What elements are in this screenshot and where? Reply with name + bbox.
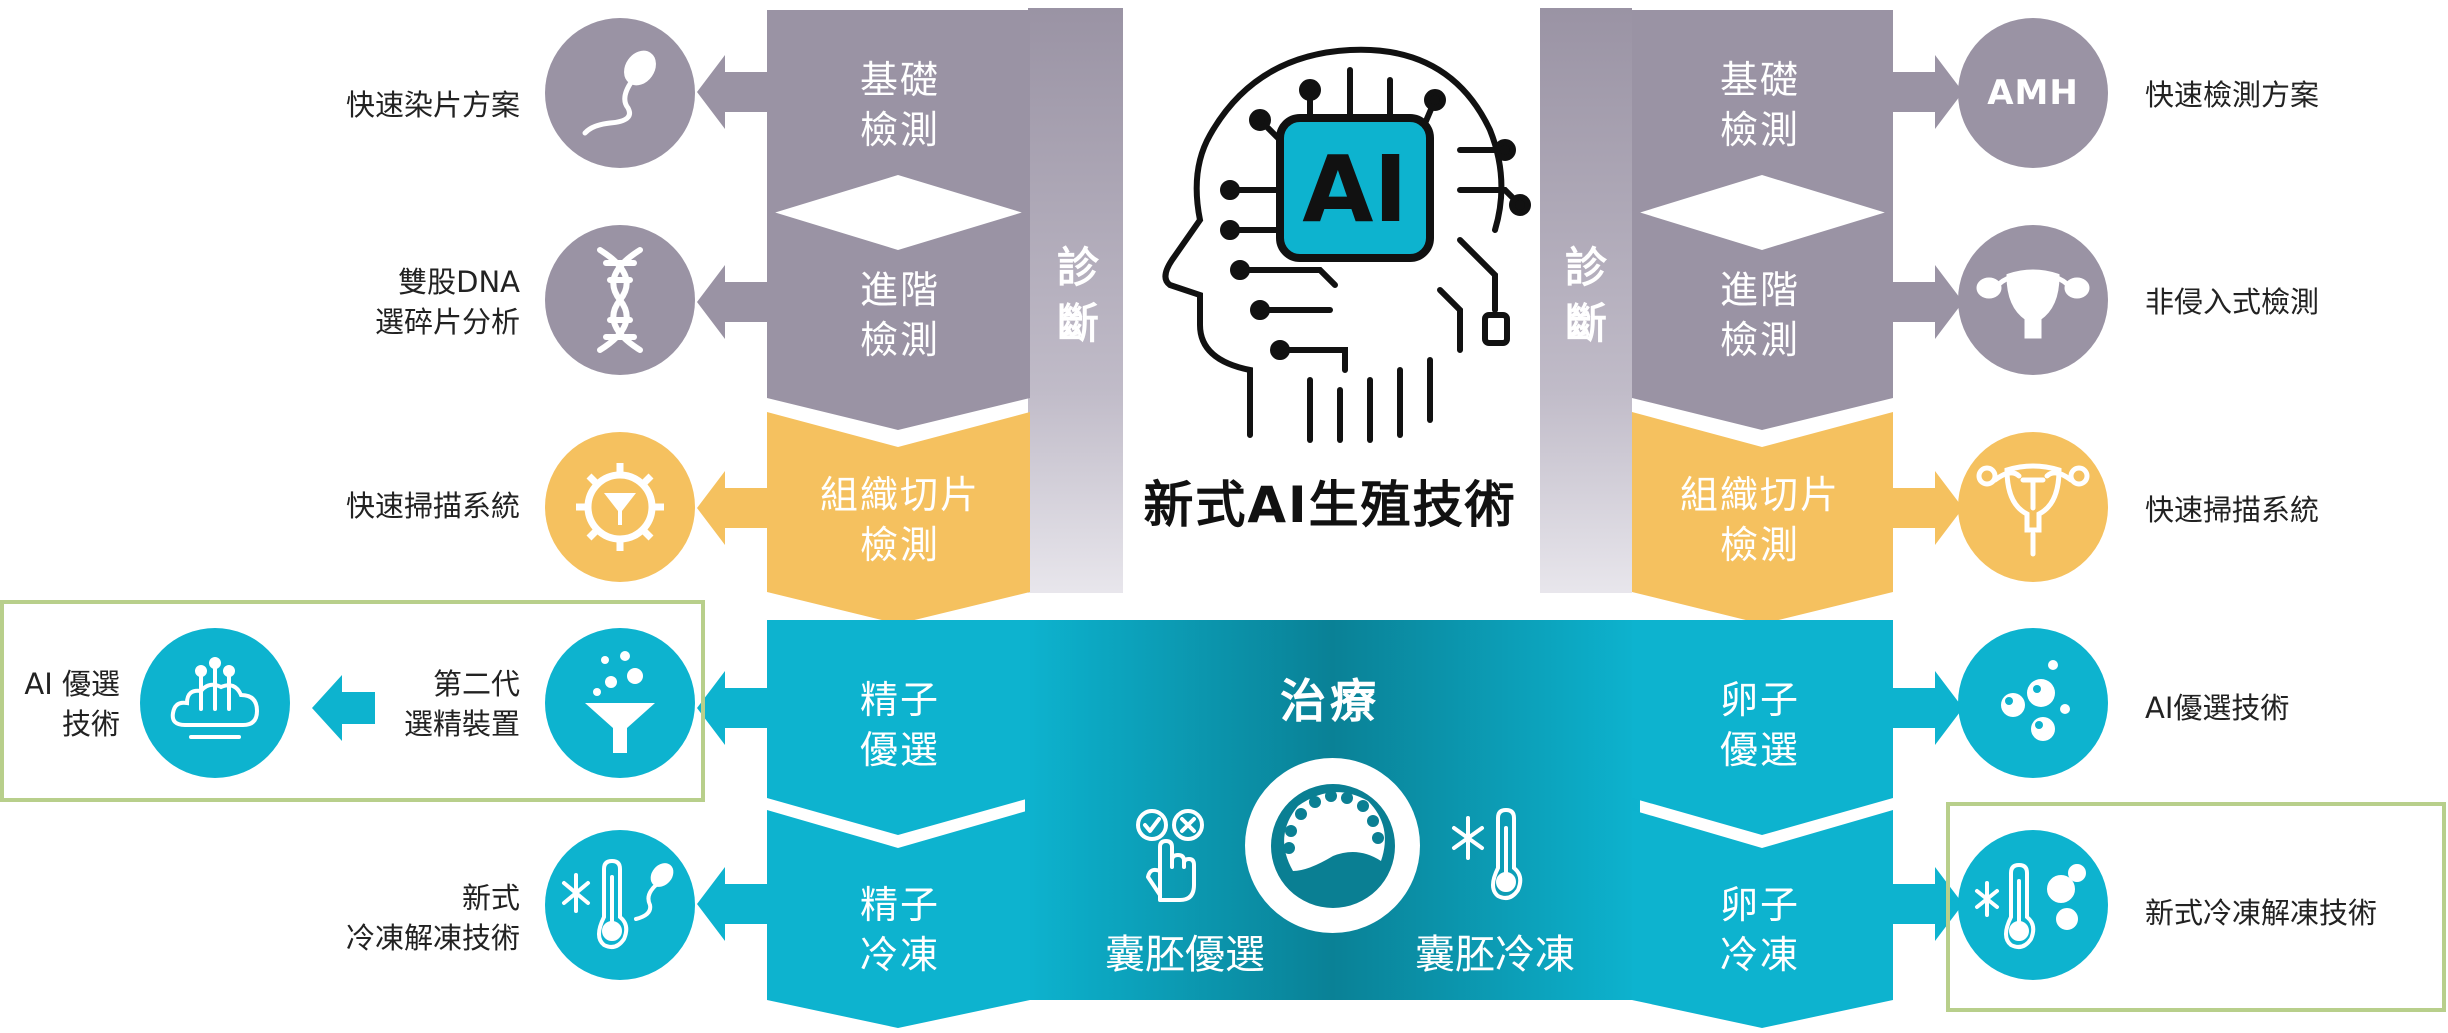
male-arrow-5	[697, 867, 767, 941]
female-outcome-freeze-thaw: 新式冷凍解凍技術	[2145, 896, 2378, 930]
male-chevron-2	[767, 210, 1030, 430]
male-arrow-2	[697, 265, 767, 339]
male-outcome-second-gen-device: 第二代 選精裝置	[403, 667, 520, 741]
female-diagnosis-label: 診 斷	[1564, 243, 1607, 348]
male-chevron-3	[767, 412, 1030, 624]
female-arrow-3	[1893, 471, 1963, 545]
snowflake-thermometer-icon	[1450, 807, 1530, 903]
female-step-basic-test: 基礎 檢測	[1719, 58, 1800, 152]
female-outcome-rapid-test: 快速檢測方案	[2145, 78, 2320, 112]
female-outcome-rapid-scan: 快速掃描系統	[2145, 493, 2320, 527]
male-arrow-4	[697, 671, 767, 745]
uterus-device-icon	[1958, 432, 2108, 582]
ai-badge: AI	[1302, 136, 1408, 243]
uterus-icon	[1958, 225, 2108, 375]
female-diagnosis-bar	[1540, 8, 1632, 593]
female-arrow-1	[1893, 55, 1963, 129]
male-outcome-rapid-scan: 快速掃描系統	[345, 489, 520, 523]
male-step-sperm-freezing: 精子 冷凍	[859, 883, 940, 977]
male-chevron-1	[767, 10, 1030, 215]
female-step-egg-selection: 卵子 優選	[1719, 678, 1800, 772]
ai-cloud-icon	[140, 628, 290, 778]
male-extra-ai-selection: AI 優選 技術	[24, 667, 120, 741]
male-step-sperm-selection: 精子 優選	[859, 678, 940, 772]
male-second-gen-highlight-box	[0, 600, 705, 802]
female-arrow-2	[1893, 265, 1963, 339]
female-chevron-4	[1632, 620, 1893, 835]
male-outcome-rapid-stain: 快速染片方案	[345, 88, 520, 122]
male-outcome-freeze-thaw: 新式 冷凍解凍技術	[345, 881, 520, 955]
female-step-egg-freezing: 卵子 冷凍	[1719, 883, 1800, 977]
female-chevron-3	[1632, 412, 1893, 624]
female-freeze-highlight-box	[1946, 802, 2446, 1012]
gear-filter-icon	[545, 432, 695, 582]
male-diagnosis-label: 診 斷	[1056, 243, 1099, 348]
female-outcome-ai-selection: AI優選技術	[2145, 691, 2290, 725]
male-step-biopsy-test: 組織切片 檢測	[819, 473, 980, 567]
female-chevron-1	[1632, 10, 1893, 215]
blastocyst-icon	[1245, 758, 1420, 933]
ai-head-icon	[1162, 46, 1531, 443]
cells-icon	[1958, 628, 2108, 778]
female-step-biopsy-test: 組織切片 檢測	[1679, 473, 1840, 567]
thermometer-cells-icon	[1958, 830, 2108, 980]
female-chevron-5	[1632, 810, 1893, 1028]
male-arrow-extra	[312, 675, 375, 741]
funnel-icon	[545, 628, 695, 778]
male-diagnosis-bar	[1028, 8, 1123, 593]
female-outcome-noninvasive: 非侵入式檢測	[2145, 285, 2320, 319]
sperm-icon	[545, 18, 695, 168]
amh-icon: AMH	[1958, 18, 2108, 168]
male-chevron-5	[767, 810, 1030, 1028]
blastocyst-freezing-label: 囊胚冷凍	[1415, 932, 1575, 978]
male-step-basic-test: 基礎 檢測	[859, 58, 940, 152]
female-arrow-4	[1893, 671, 1963, 745]
thermometer-sperm-icon	[545, 830, 695, 980]
male-outcome-dna-analysis: 雙股DNA 選碎片分析	[374, 265, 520, 339]
female-arrow-5	[1893, 867, 1963, 941]
male-arrow-3	[697, 471, 767, 545]
blastocyst-selection-label: 囊胚優選	[1105, 932, 1265, 978]
female-chevron-2	[1632, 210, 1893, 430]
dna-icon	[545, 225, 695, 375]
female-step-advanced-test: 進階 檢測	[1719, 268, 1800, 362]
center-title: 新式AI生殖技術	[1143, 476, 1517, 534]
male-step-advanced-test: 進階 檢測	[859, 268, 940, 362]
hand-select-icon	[1130, 805, 1210, 905]
male-arrow-1	[697, 55, 767, 129]
treatment-title: 治療	[1280, 674, 1380, 728]
male-chevron-4	[767, 620, 1030, 835]
